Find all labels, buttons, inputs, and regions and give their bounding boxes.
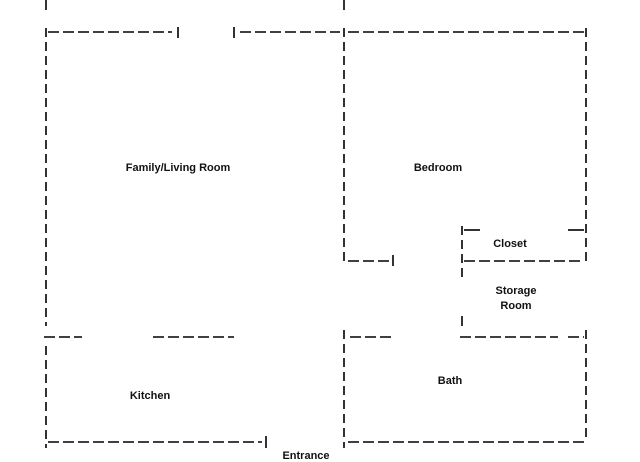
- kitchen-label: Kitchen: [129, 390, 171, 402]
- bedroom-label: Bedroom: [413, 162, 463, 174]
- storage-room-label-line1: Storage: [495, 285, 537, 297]
- walls: [44, 0, 588, 448]
- entrance-label: Entrance: [282, 450, 330, 462]
- family-living-room-label: Family/Living Room: [125, 162, 231, 174]
- bath-label: Bath: [437, 375, 463, 387]
- storage-room-label: Storage Room: [486, 284, 546, 314]
- storage-room-label-line2: Room: [500, 300, 532, 312]
- closet-label: Closet: [493, 238, 527, 250]
